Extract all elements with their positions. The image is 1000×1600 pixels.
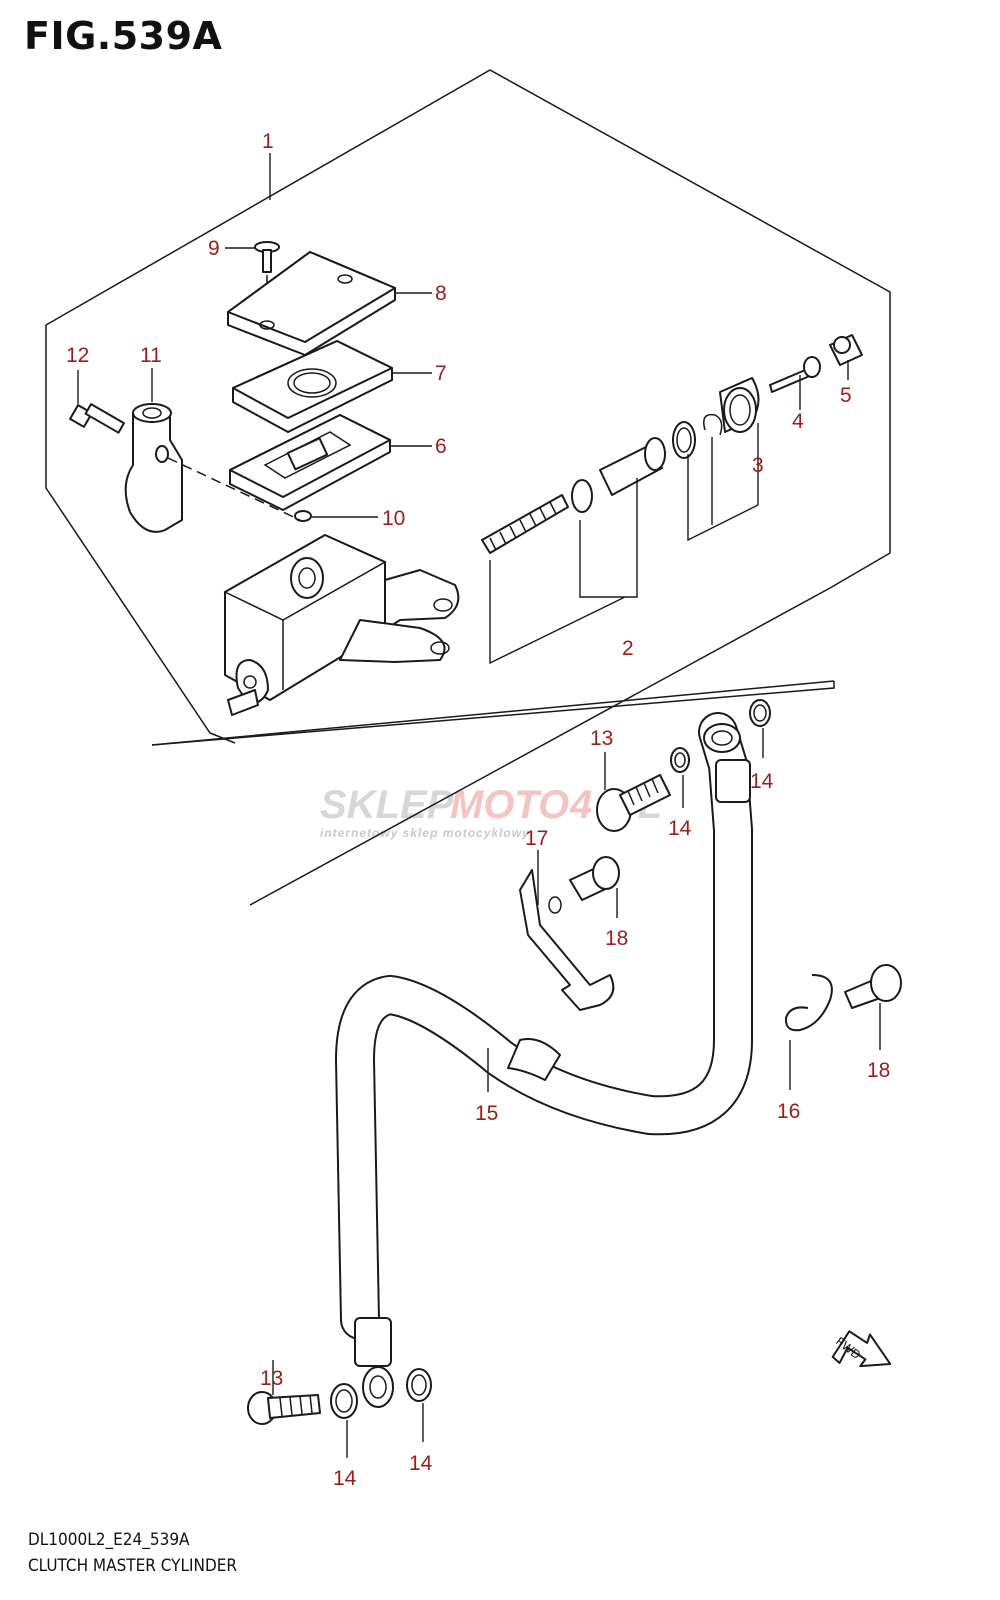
part-seal-kit-3	[687, 377, 760, 542]
callout-2: 2	[622, 637, 634, 660]
part-union-bolt-13-upper	[596, 752, 671, 832]
callout-3: 3	[752, 454, 764, 477]
callout-4: 4	[792, 410, 804, 433]
figure-title: FIG.539A	[24, 14, 223, 58]
part-bolt-18-right	[844, 964, 902, 1050]
callout-5: 5	[840, 384, 852, 407]
callout-1: 1	[262, 130, 274, 153]
fwd-arrow-icon: FWD	[831, 1330, 892, 1368]
part-washer-14-upper-left	[670, 747, 690, 808]
callout-14-upper-right: 14	[750, 770, 774, 793]
watermark-tagline: internetowy sklep motocyklowy	[320, 826, 530, 840]
figure-name: CLUTCH MASTER CYLINDER	[28, 1556, 238, 1576]
callout-labels: 1 2 3 4 5 6 7 8 9 10 11 12 13 14 14 15 1…	[66, 130, 890, 1490]
callout-12: 12	[66, 344, 89, 367]
part-clip-16	[784, 974, 833, 1090]
callout-10: 10	[382, 507, 405, 530]
part-pushrod-4	[769, 356, 821, 410]
figure-code: DL1000L2_E24_539A	[28, 1530, 190, 1550]
part-washer-14-lower-left	[330, 1383, 358, 1458]
callout-14-lower-right: 14	[409, 1452, 433, 1475]
part-holder-11	[124, 368, 301, 533]
callout-6: 6	[435, 435, 447, 458]
part-clip-10	[294, 510, 378, 522]
callout-16: 16	[777, 1100, 800, 1123]
part-hose-clamp-17	[519, 850, 615, 1011]
callout-13-upper: 13	[590, 727, 613, 750]
watermark-brand-b: MOTO	[450, 783, 569, 827]
callout-14-lower-left: 14	[333, 1467, 357, 1490]
part-washer-14-upper-right	[749, 699, 771, 758]
callout-18-upper: 18	[605, 927, 628, 950]
callout-15: 15	[475, 1102, 498, 1125]
part-master-cylinder-body	[223, 534, 460, 716]
part-screw-9	[225, 241, 280, 325]
callout-17: 17	[525, 827, 548, 850]
part-piston-group-2	[481, 421, 696, 665]
part-bolt-12	[69, 370, 125, 434]
callout-14-upper-left: 14	[668, 817, 692, 840]
callout-18-right: 18	[867, 1059, 890, 1082]
part-bolt-18-upper	[569, 856, 620, 918]
watermark-brand-c: 4	[569, 783, 592, 827]
part-reservoir-cap-8	[227, 251, 432, 356]
part-diaphragm-6	[229, 414, 432, 511]
assembly-outline	[45, 69, 891, 906]
callout-7: 7	[435, 362, 447, 385]
callout-8: 8	[435, 282, 447, 305]
part-plate-7	[232, 340, 432, 433]
callout-9: 9	[208, 237, 220, 260]
part-nut-5	[829, 334, 863, 380]
watermark-brand-a: SKLEP	[320, 783, 454, 827]
callout-13-lower: 13	[260, 1367, 283, 1390]
part-washer-14-lower-right	[406, 1368, 432, 1442]
part-union-bolt-13-lower	[247, 1360, 321, 1425]
callout-11: 11	[140, 344, 162, 367]
part-clutch-hose-15	[334, 712, 753, 1408]
